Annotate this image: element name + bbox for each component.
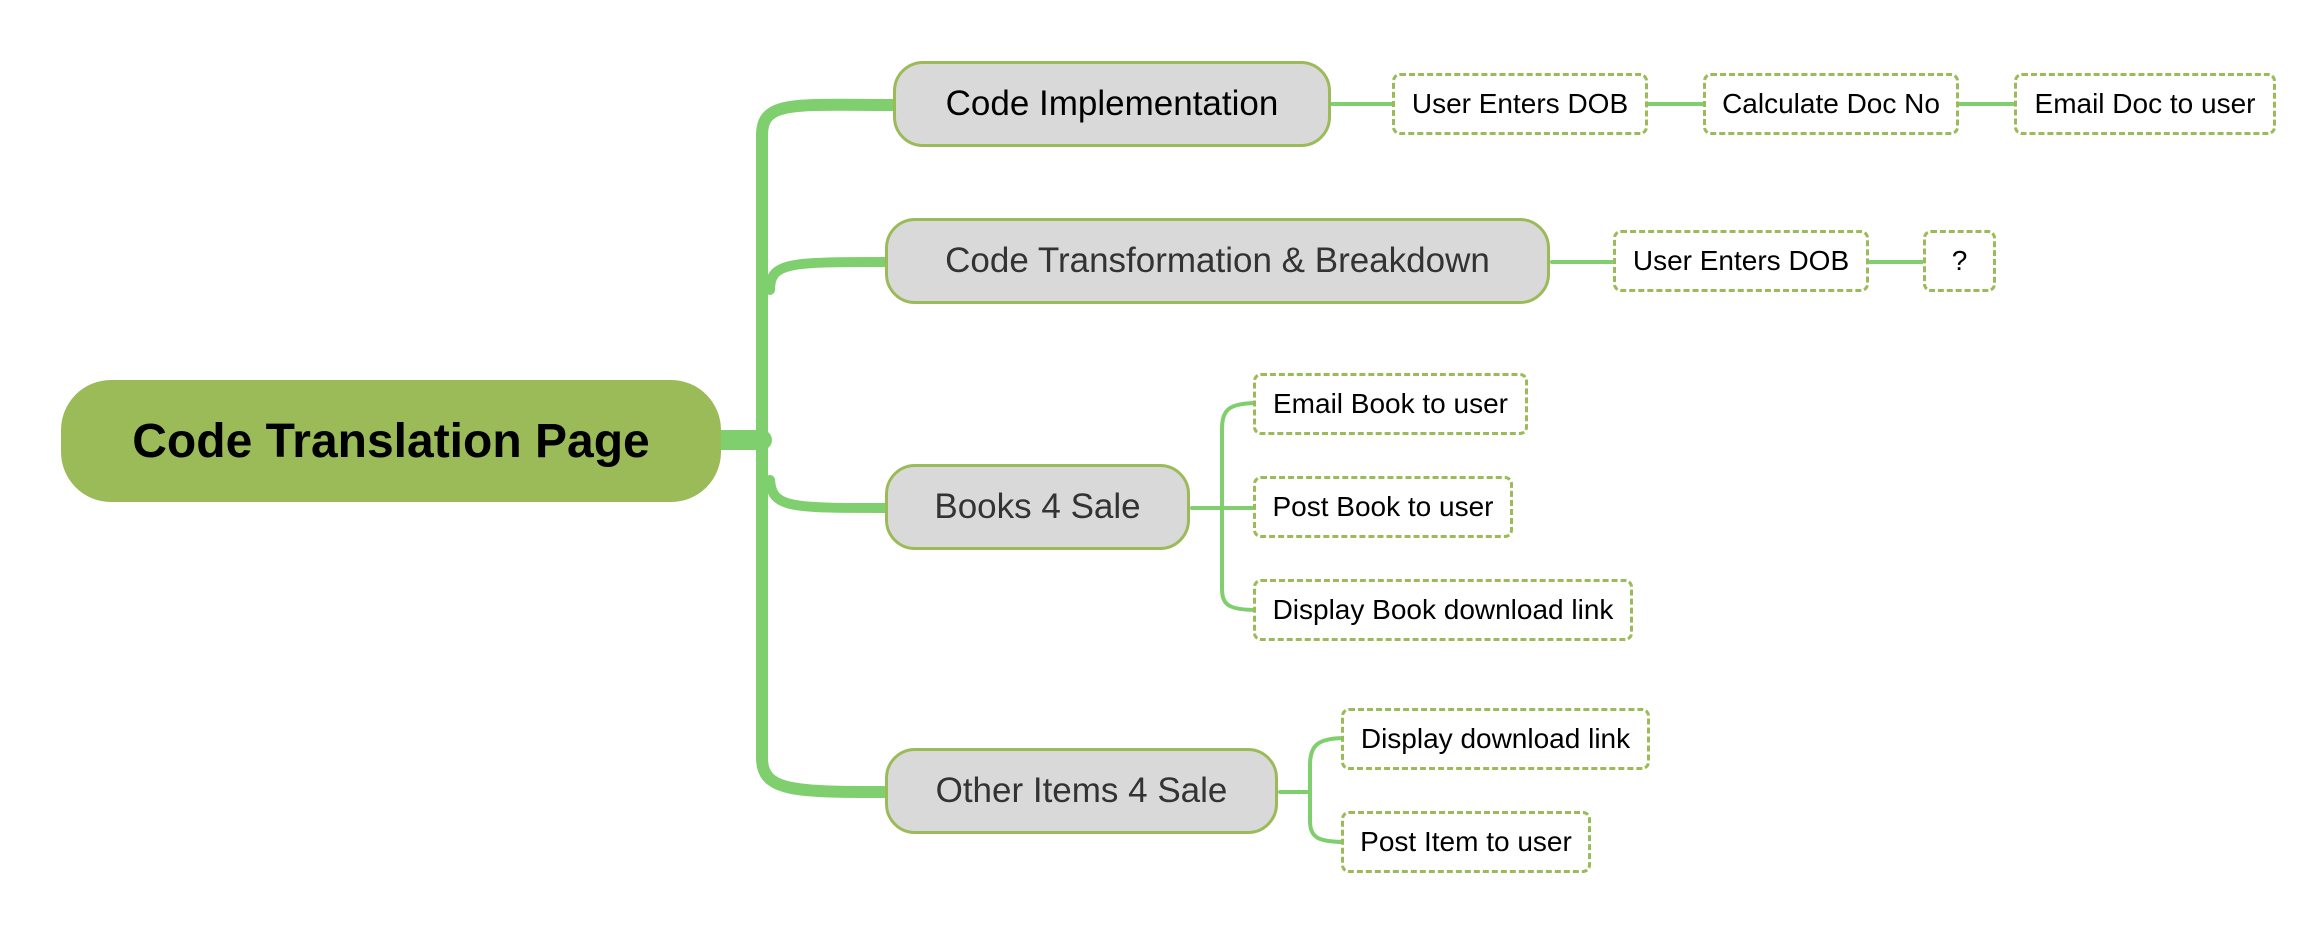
leaf-label: Display download link: [1360, 723, 1631, 754]
leaf-node-unknown: ?: [1923, 230, 1996, 292]
leaf-label: Post Book to user: [1272, 491, 1494, 522]
leaf-label: Email Book to user: [1273, 388, 1508, 419]
leaf-node-user-enters-dob: User Enters DOB: [1613, 230, 1869, 292]
leaf-label: ?: [1951, 245, 1968, 276]
root-label: Code Translation Page: [132, 414, 650, 468]
root-node: Code Translation Page: [61, 380, 721, 502]
branch-node-books-4-sale: Books 4 Sale: [885, 464, 1190, 550]
branch-node-code-implementation: Code Implementation: [893, 61, 1331, 147]
branch-label: Other Items 4 Sale: [935, 771, 1228, 810]
leaf-label: User Enters DOB: [1411, 88, 1629, 119]
branch-node-other-items-4-sale: Other Items 4 Sale: [885, 748, 1278, 834]
leaf-label: Calculate Doc No: [1722, 88, 1940, 119]
branch-label: Code Transformation & Breakdown: [945, 241, 1490, 280]
leaf-node-email-doc-to-user: Email Doc to user: [2014, 73, 2276, 135]
branch-connector-books: [765, 475, 892, 513]
leaf-node-display-book-download-link: Display Book download link: [1253, 579, 1633, 641]
trunk-connector: [756, 98, 901, 798]
leaf-node-display-download-link: Display download link: [1341, 708, 1650, 770]
branch-label: Code Implementation: [945, 84, 1279, 123]
leaf-label: Post Item to user: [1360, 826, 1572, 857]
leaf-node-post-book-to-user: Post Book to user: [1253, 476, 1513, 538]
branch-connector-transformation: [765, 257, 892, 295]
leaf-label: User Enters DOB: [1632, 245, 1850, 276]
leaf-node-email-book-to-user: Email Book to user: [1253, 373, 1528, 435]
branch-node-code-transformation: Code Transformation & Breakdown: [885, 218, 1550, 304]
leaf-connector: [1220, 401, 1260, 612]
leaf-label: Email Doc to user: [2034, 88, 2256, 119]
leaf-node-post-item-to-user: Post Item to user: [1341, 811, 1591, 873]
leaf-connector: [1308, 736, 1348, 844]
leaf-label: Display Book download link: [1272, 594, 1614, 625]
branch-label: Books 4 Sale: [934, 487, 1141, 526]
leaf-node-user-enters-dob: User Enters DOB: [1392, 73, 1648, 135]
leaf-node-calculate-doc-no: Calculate Doc No: [1703, 73, 1959, 135]
